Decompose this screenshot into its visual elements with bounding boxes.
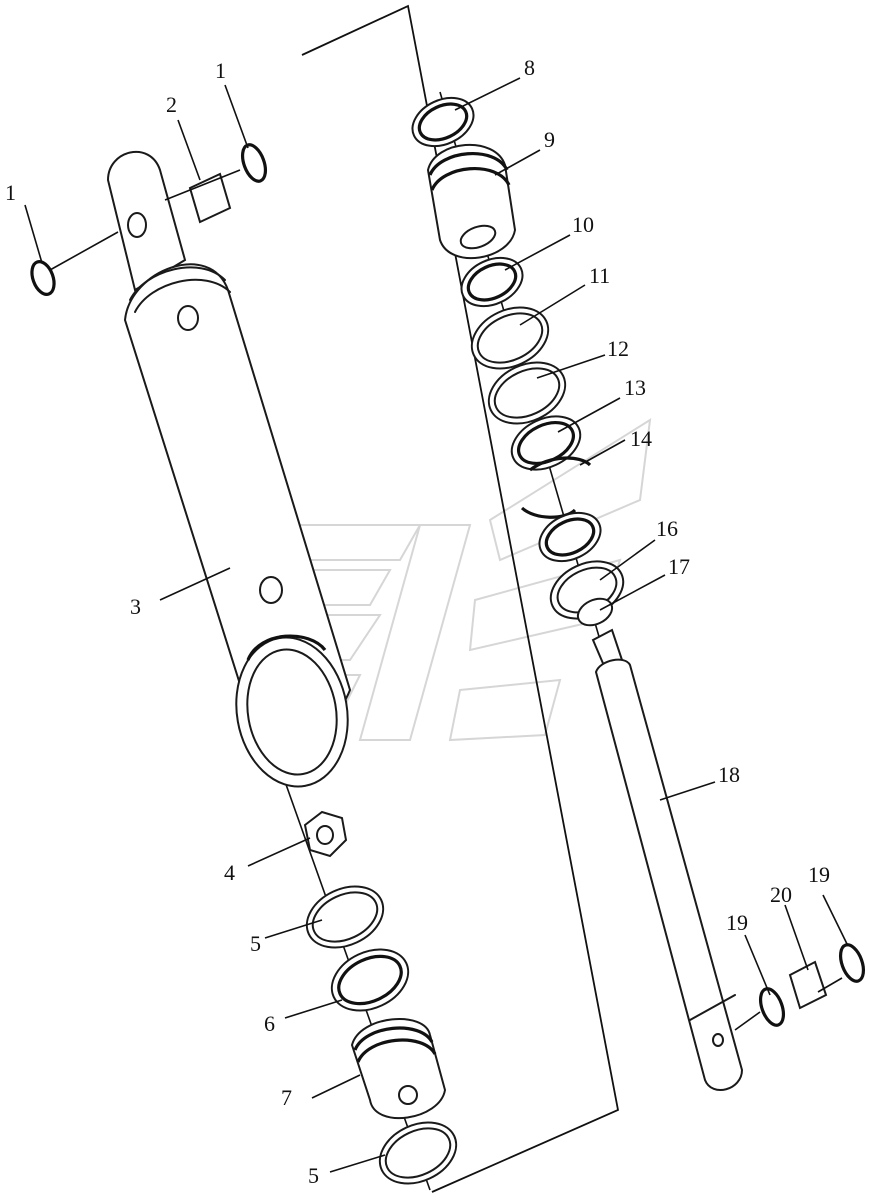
part-1-circlip-left (30, 260, 56, 296)
callout-13: 13 (624, 375, 646, 400)
callout-2: 2 (166, 92, 177, 117)
callout-7: 7 (281, 1085, 292, 1110)
part-12-ring (487, 361, 567, 425)
callout-5-lower: 5 (308, 1163, 319, 1188)
part-4-nut (303, 810, 348, 858)
callout-19-right: 19 (808, 862, 830, 887)
part-7-piston (350, 1018, 447, 1120)
leader-lines (24, 77, 849, 1173)
part-5-ring-upper (305, 885, 385, 949)
part-3-cylinder-barrel (106, 151, 352, 788)
callout-9: 9 (544, 127, 555, 152)
part-14-ring (520, 456, 592, 519)
part-19-circlip-left (758, 987, 786, 1027)
part-6-ring (330, 948, 410, 1012)
callout-17: 17 (668, 554, 690, 579)
callout-12: 12 (607, 336, 629, 361)
part-19-circlip-right (838, 943, 866, 983)
part-10-ring (460, 256, 524, 308)
callout-11: 11 (589, 263, 610, 288)
callout-18: 18 (718, 762, 740, 787)
part-18-piston-rod (591, 628, 744, 1091)
callout-6: 6 (264, 1011, 275, 1036)
callout-8: 8 (524, 55, 535, 80)
callout-16: 16 (656, 516, 678, 541)
callout-labels: 1 1 2 3 4 5 6 7 5 8 9 10 11 12 13 14 16 … (5, 55, 830, 1188)
callout-5-upper: 5 (250, 931, 261, 956)
callout-20: 20 (770, 882, 792, 907)
part-1-circlip-right (240, 143, 268, 183)
part-5-ring-lower (378, 1121, 458, 1185)
part-15-ring (538, 511, 602, 563)
part-8-ring (411, 96, 475, 148)
callout-4: 4 (224, 860, 235, 885)
part-11-ring (470, 306, 550, 370)
callout-14: 14 (630, 426, 652, 451)
callout-19-left: 19 (726, 910, 748, 935)
assembly-frame (301, 4, 620, 1193)
callout-1-left: 1 (5, 180, 16, 205)
callout-10: 10 (572, 212, 594, 237)
part-9-gland (426, 144, 517, 260)
callout-1-right: 1 (215, 58, 226, 83)
callout-3: 3 (130, 594, 141, 619)
